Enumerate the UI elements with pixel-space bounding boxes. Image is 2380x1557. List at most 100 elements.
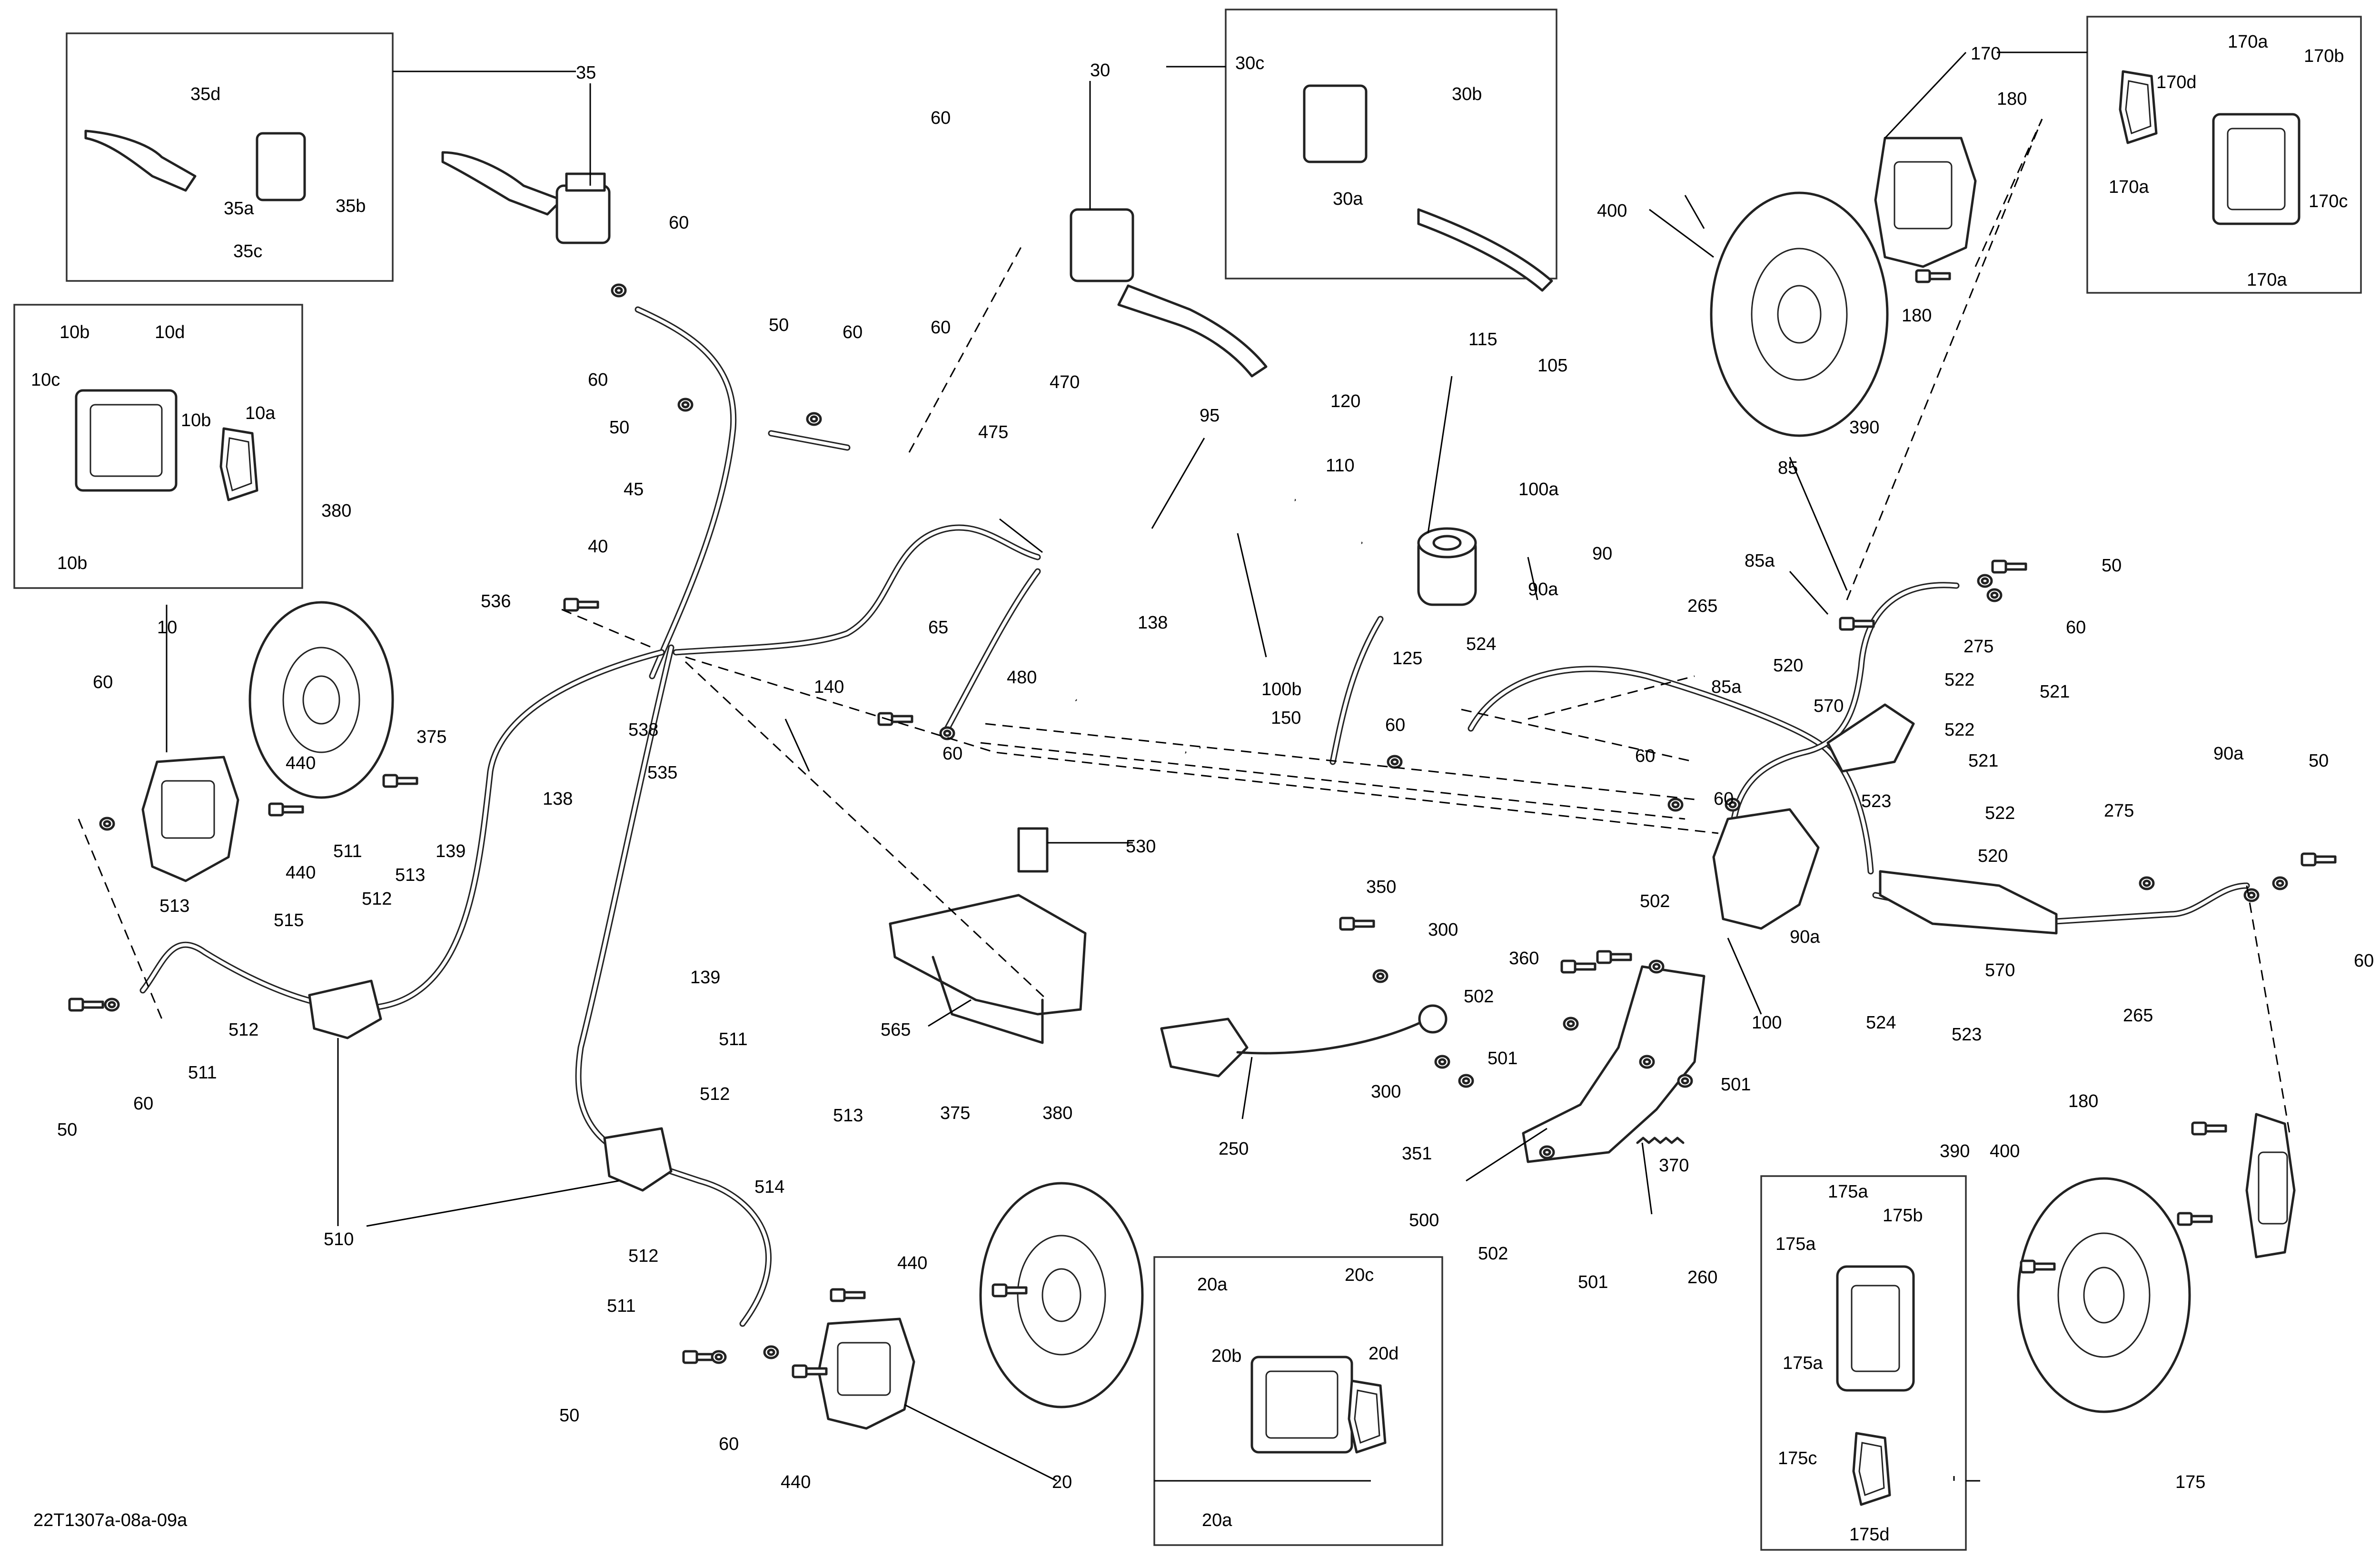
label-10a: 10a	[245, 403, 276, 423]
label-35c: 35c	[233, 241, 262, 261]
label-60-c: 60	[843, 322, 863, 342]
label-60-i: 60	[1385, 715, 1405, 735]
label-20c: 20c	[1345, 1265, 1374, 1285]
label-139-1: 139	[436, 841, 466, 861]
label-265-2: 265	[2123, 1006, 2153, 1026]
brake-caliper-icon	[1874, 137, 1977, 268]
label-513-2: 513	[159, 896, 189, 916]
label-370: 370	[1659, 1156, 1689, 1176]
label-95: 95	[1200, 406, 1220, 426]
label-85: 85	[1778, 458, 1798, 478]
label-50-e: 50	[2102, 556, 2122, 576]
label-30a: 30a	[1333, 189, 1363, 209]
label-511-3: 511	[719, 1029, 748, 1049]
spring-icon	[1636, 1137, 1685, 1144]
label-380-1: 380	[321, 501, 351, 521]
diagram-code: 22T1307a-08a-09a	[33, 1510, 188, 1530]
label-524-1: 524	[1466, 634, 1496, 654]
label-50-c: 50	[57, 1120, 77, 1140]
label-260: 260	[1687, 1268, 1717, 1288]
brake-caliper-icon	[1836, 1265, 1915, 1392]
label-514: 514	[754, 1177, 784, 1197]
label-115: 115	[1468, 329, 1497, 349]
label-512-1: 512	[362, 889, 392, 909]
bracket-icon	[1879, 870, 2058, 935]
label-50-d: 50	[559, 1406, 579, 1426]
label-60-j: 60	[2066, 618, 2086, 638]
label-536: 536	[481, 591, 511, 611]
label-512-2: 512	[228, 1020, 258, 1040]
inset-box-10	[13, 304, 303, 589]
label-100b: 100b	[1261, 679, 1302, 699]
label-125: 125	[1392, 649, 1422, 669]
label-511-4: 511	[607, 1296, 636, 1316]
label-175c: 175c	[1778, 1448, 1817, 1468]
label-30: 30	[1090, 60, 1110, 80]
label-90a-2: 90a	[2213, 744, 2244, 764]
label-523-1: 523	[1861, 791, 1891, 811]
label-40: 40	[588, 537, 608, 557]
label-170d: 170d	[2156, 72, 2197, 92]
inset-box-170	[2086, 16, 2362, 294]
label-351: 351	[1402, 1144, 1432, 1164]
label-512-4: 512	[628, 1246, 658, 1266]
label-535: 535	[647, 763, 677, 783]
label-50-b: 50	[769, 315, 789, 335]
label-175b: 175b	[1883, 1206, 1923, 1226]
label-138-1: 138	[543, 789, 573, 809]
label-511-1: 511	[333, 841, 362, 861]
label-570-2: 570	[1985, 960, 2015, 980]
label-35b: 35b	[336, 196, 366, 216]
label-60-a: 60	[669, 213, 689, 233]
label-300-2: 300	[1371, 1082, 1401, 1102]
label-375-1: 375	[416, 727, 446, 747]
brake-lever-icon	[441, 151, 611, 244]
label-522-2: 522	[1944, 720, 1974, 740]
label-565: 565	[881, 1020, 911, 1040]
label-139-2: 139	[690, 968, 720, 988]
label-502-3: 502	[1478, 1244, 1508, 1264]
label-85a-2: 85a	[1711, 677, 1742, 697]
brake-caliper-icon	[141, 756, 239, 882]
brake-disc-icon	[2017, 1177, 2191, 1413]
brake-pedal-icon	[1160, 1004, 1448, 1078]
label-50-a: 50	[609, 418, 629, 438]
label-530: 530	[1126, 837, 1156, 857]
brake-caliper-icon	[75, 389, 178, 492]
reservoir-icon	[1417, 527, 1477, 606]
label-275-1: 275	[1964, 637, 1993, 657]
label-513-1: 513	[395, 865, 425, 885]
brake-caliper-icon	[2212, 113, 2301, 225]
label-522-3: 522	[1985, 803, 2015, 823]
label-35: 35	[576, 63, 596, 83]
label-170c: 170c	[2309, 191, 2348, 211]
label-60-g: 60	[931, 318, 951, 338]
label-380-2: 380	[1042, 1103, 1072, 1123]
label-400-2: 400	[1990, 1141, 2020, 1161]
label-570-1: 570	[1814, 696, 1844, 716]
label-175a-2: 175a	[1775, 1234, 1816, 1254]
label-110: 110	[1326, 456, 1355, 476]
label-120: 120	[1330, 391, 1360, 411]
label-85a-1: 85a	[1745, 551, 1775, 571]
bracket-icon	[308, 979, 382, 1039]
label-175d: 175d	[1849, 1525, 1890, 1545]
label-520-1: 520	[1773, 656, 1803, 676]
brake-lever-icon	[1303, 84, 1553, 292]
label-60-top: 60	[931, 108, 951, 128]
hose-icon	[139, 306, 2250, 1327]
label-10d: 10d	[155, 322, 185, 342]
label-501-1: 501	[1488, 1048, 1517, 1068]
label-90: 90	[1592, 544, 1612, 564]
label-275-2: 275	[2104, 801, 2134, 821]
label-10c: 10c	[31, 370, 60, 390]
bracket-icon	[1826, 703, 1915, 773]
label-470: 470	[1050, 372, 1080, 392]
label-105: 105	[1537, 356, 1567, 376]
label-440-2: 440	[286, 863, 316, 883]
inset-box-20	[1153, 1256, 1443, 1546]
label-50-f: 50	[2309, 751, 2329, 771]
label-60-e: 60	[133, 1094, 153, 1114]
label-440-1: 440	[286, 753, 316, 773]
brake-disc-icon	[248, 601, 394, 799]
